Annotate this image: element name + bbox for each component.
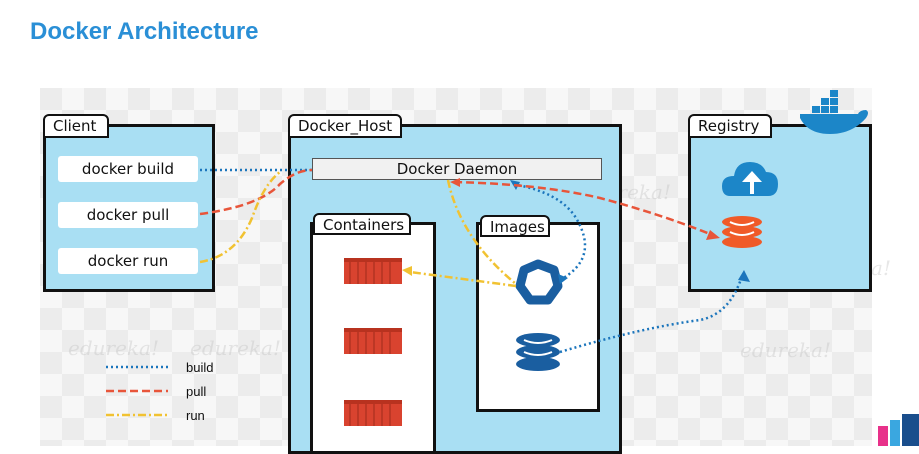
image-ring-icon [515, 259, 563, 305]
pull-arrowhead [706, 230, 720, 240]
container-icon [344, 328, 402, 354]
page-title: Docker Architecture [30, 18, 259, 45]
registry-label: Registry [688, 114, 772, 138]
cloud-upload-icon [722, 162, 778, 196]
registry-box [688, 124, 872, 292]
client-label: Client [43, 114, 109, 138]
registry-image-icon [722, 216, 762, 248]
build-arrowhead [558, 274, 568, 284]
docker-build-command: docker build [58, 156, 198, 182]
pull-arrow [453, 180, 711, 236]
diagram-graphics [106, 90, 868, 426]
containers-label: Containers [313, 213, 411, 235]
pull-arrow [199, 168, 313, 216]
pull-arrowhead [450, 178, 460, 187]
docker-pull-command: docker pull [58, 202, 198, 228]
images-box [476, 222, 600, 412]
docker-run-command: docker run [58, 248, 198, 274]
run-arrow [409, 270, 517, 288]
images-label: Images [480, 215, 550, 237]
legend-pull-label: pull [186, 384, 207, 399]
run-arrow [199, 171, 281, 264]
build-arrow [511, 182, 587, 282]
docker-host-label: Docker_Host [288, 114, 402, 138]
container-icon [344, 258, 402, 284]
build-arrowhead [738, 270, 750, 282]
legend-build-label: build [186, 360, 214, 375]
docker-whale-icon [800, 90, 868, 134]
run-arrowhead [402, 266, 412, 276]
legend-run-label: run [186, 408, 205, 423]
run-arrow [446, 179, 517, 285]
image-stack-icon [516, 333, 560, 371]
diagram-canvas: edureka! edureka! edureka! edureka! edur… [40, 88, 891, 454]
container-icon [344, 400, 402, 426]
build-arrow [559, 275, 744, 354]
